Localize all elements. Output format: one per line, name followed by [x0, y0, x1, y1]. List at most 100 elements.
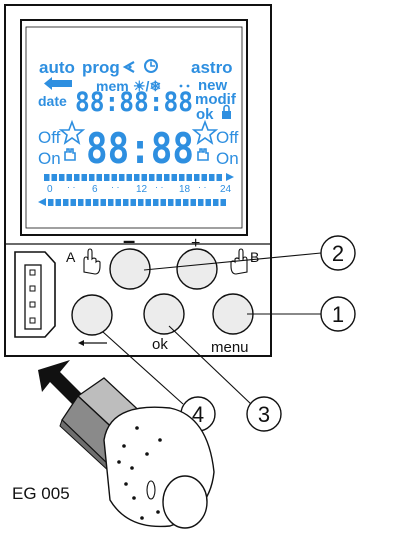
timeline-segment — [198, 199, 204, 206]
timeline-segment — [81, 174, 87, 181]
timeline-segment — [149, 174, 155, 181]
lcd-off-left: Off — [38, 128, 61, 147]
lock-icon — [222, 104, 231, 119]
lcd-on-right: On — [216, 149, 239, 168]
timeline-segment — [190, 199, 196, 206]
svg-text:1: 1 — [332, 302, 344, 327]
svg-text:· ·: · · — [155, 182, 164, 192]
lcd-inner-border — [25, 26, 243, 229]
sun-snowflake-icon: ☀/❄ — [133, 78, 161, 94]
timeline-segment — [220, 199, 226, 206]
timeline-segment — [126, 174, 132, 181]
callout-leaders — [102, 252, 322, 406]
lcd-date-digits: 88:88:88 — [75, 87, 193, 118]
timeline-segment — [141, 174, 147, 181]
timeline-segment — [115, 199, 121, 206]
timeline-segment — [51, 174, 57, 181]
timeline-left-arrow-icon — [38, 198, 46, 206]
timeline-segment — [108, 199, 114, 206]
svg-text:· ·: · · — [198, 182, 207, 192]
left-arrow-button[interactable] — [71, 294, 113, 336]
lcd-on-left: On — [38, 149, 61, 168]
timeline-segment — [85, 199, 91, 206]
timeline-segment — [96, 174, 102, 181]
timeline-segment — [171, 174, 177, 181]
timeline-segment — [89, 174, 95, 181]
timeline-segment — [153, 199, 159, 206]
timeline-segment — [186, 174, 192, 181]
lcd-time-digits: 88:88 — [86, 124, 194, 173]
timeline-segment — [179, 174, 185, 181]
timeline-segment — [66, 174, 72, 181]
ok-label: ok — [152, 336, 168, 353]
timeline-segment — [216, 174, 222, 181]
timeline-segment — [59, 174, 65, 181]
lcd-ok-label: ok — [196, 106, 214, 123]
label-b: B — [250, 249, 259, 265]
svg-text:3: 3 — [258, 402, 270, 427]
timeline-segment — [130, 199, 136, 206]
svg-text:2: 2 — [332, 241, 344, 266]
timeline-segment — [201, 174, 207, 181]
timeline-segment — [104, 174, 110, 181]
dots-icon — [179, 84, 190, 88]
timeline-segment — [111, 174, 117, 181]
hand-right-icon — [197, 148, 209, 161]
timeline-segment — [183, 199, 189, 206]
star-right-icon — [191, 119, 219, 145]
timeline-segment — [194, 174, 200, 181]
timeline-segment — [134, 174, 140, 181]
left-arrow-icon — [78, 340, 107, 346]
lcd-new-label: new — [198, 77, 228, 94]
timeline-segment — [160, 199, 166, 206]
lcd-off-right: Off — [216, 128, 239, 147]
timeline-segment — [209, 174, 215, 181]
timeline-segment — [205, 199, 211, 206]
scale-label-12: 12 — [136, 184, 148, 195]
lcd-mem-label: mem — [96, 78, 129, 94]
lcd-modif-label: modif — [195, 91, 237, 108]
svg-text:☀/❄: ☀/❄ — [133, 78, 161, 94]
callout-3: 3 — [246, 396, 282, 432]
timeline-segment — [175, 199, 181, 206]
timeline-segment — [48, 199, 54, 206]
programming-key-icon — [59, 377, 215, 529]
plus-label: + — [191, 235, 200, 252]
ok-button[interactable] — [143, 293, 185, 335]
lcd-auto-label: auto — [39, 58, 75, 77]
lcd-astro-label: astro — [191, 58, 233, 77]
minus-button[interactable] — [109, 248, 151, 290]
timeline-scale: 0 6 12 18 24 · · · · · · · · — [47, 182, 232, 195]
plus-button[interactable] — [176, 248, 218, 290]
svg-text:· ·: · · — [111, 182, 120, 192]
model-label: EG 005 — [12, 484, 70, 503]
scale-label-18: 18 — [179, 184, 191, 195]
timeline-segment — [44, 174, 50, 181]
svg-text:· ·: · · — [67, 182, 76, 192]
menu-label: menu — [211, 339, 249, 356]
timeline-bottom-bar — [48, 199, 226, 206]
timeline-segment — [164, 174, 170, 181]
hand-left-icon — [64, 148, 76, 161]
timeline-segment — [138, 199, 144, 206]
lcd-prog-label: prog — [82, 58, 120, 77]
connector-slot — [14, 251, 56, 338]
timeline-segment — [55, 199, 61, 206]
timeline-segment — [100, 199, 106, 206]
timeline-segment — [119, 174, 125, 181]
callout-1: 1 — [320, 296, 356, 332]
timeline-segment — [123, 199, 129, 206]
timeline-segment — [70, 199, 76, 206]
timeline-segment — [168, 199, 174, 206]
astro-curve-icon — [122, 61, 135, 73]
scale-label-6: 6 — [92, 184, 98, 195]
lcd-arrow-key-icon — [44, 77, 72, 90]
label-a: A — [66, 249, 76, 265]
callout-2: 2 — [320, 235, 356, 271]
timeline-segment — [93, 199, 99, 206]
timeline-top-bar — [44, 174, 222, 181]
timeline-segment — [74, 174, 80, 181]
timeline-segment — [213, 199, 219, 206]
scale-label-0: 0 — [47, 184, 53, 195]
